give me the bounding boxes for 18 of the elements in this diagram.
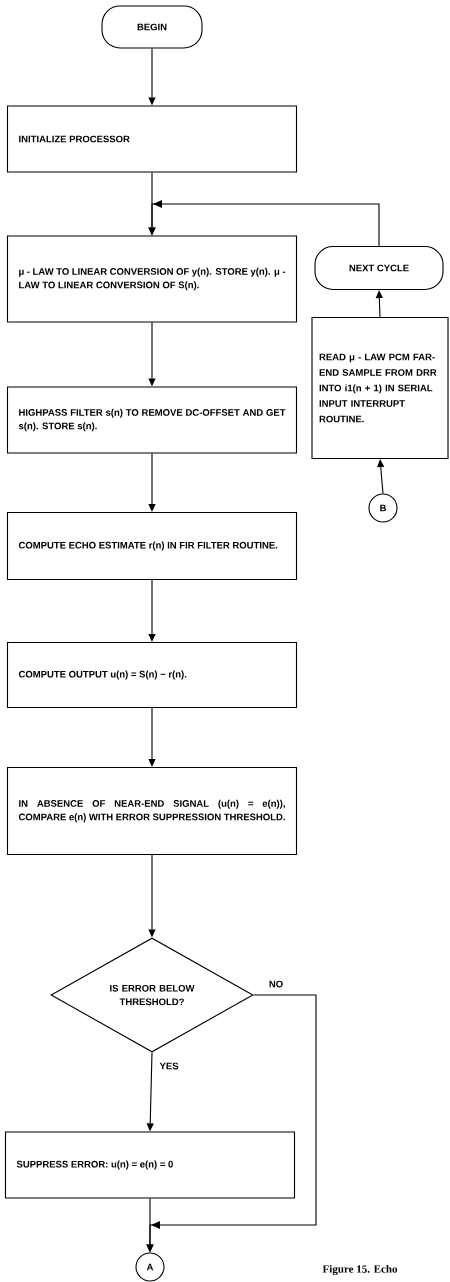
process-box: COMPUTE OUTPUT u(n) = S(n) − r(n). (6, 641, 298, 709)
process-box: IN ABSENCE OF NEAR-END SIGNAL (u(n) = e(n)), COMPARE e(n) WITH ERROR SUPPRESSION THRESHOLD. (6, 766, 298, 856)
process-box: INITIALIZE PROCESSOR (6, 105, 298, 173)
arrow (148, 200, 380, 247)
terminal-box: NEXT CYCLE (314, 245, 444, 291)
process-box: μ - LAW TO LINEAR CONVERSION OF y(n). STORE y(n). μ - LAW TO LINEAR CONVERSION OF S(n). (6, 235, 298, 323)
arrow (148, 453, 156, 512)
edge-label: YES (158, 1061, 180, 1071)
process-box: READ μ - LAW PCM FAR-END SAMPLE FROM DRR INTO i1(n + 1) IN SERIAL INPUT INTERRUPT ROUTINE. (311, 316, 449, 460)
process-box: HIGHPASS FILTER s(n) TO REMOVE DC-OFFSET AND GET s(n). STORE s(n). (6, 386, 298, 454)
process-box: SUPPRESS ERROR: u(n) = e(n) = 0 (4, 1131, 296, 1199)
edge-label: NO (267, 979, 285, 989)
arrow (375, 290, 383, 318)
caption: Figure 15. Echo (322, 1265, 398, 1276)
arrow (148, 579, 156, 642)
process-box: COMPUTE ECHO ESTIMATE r(n) IN FIR FILTER ROUTINE. (6, 511, 298, 581)
arrow (148, 707, 156, 767)
terminal-box: BEGIN (101, 5, 203, 49)
